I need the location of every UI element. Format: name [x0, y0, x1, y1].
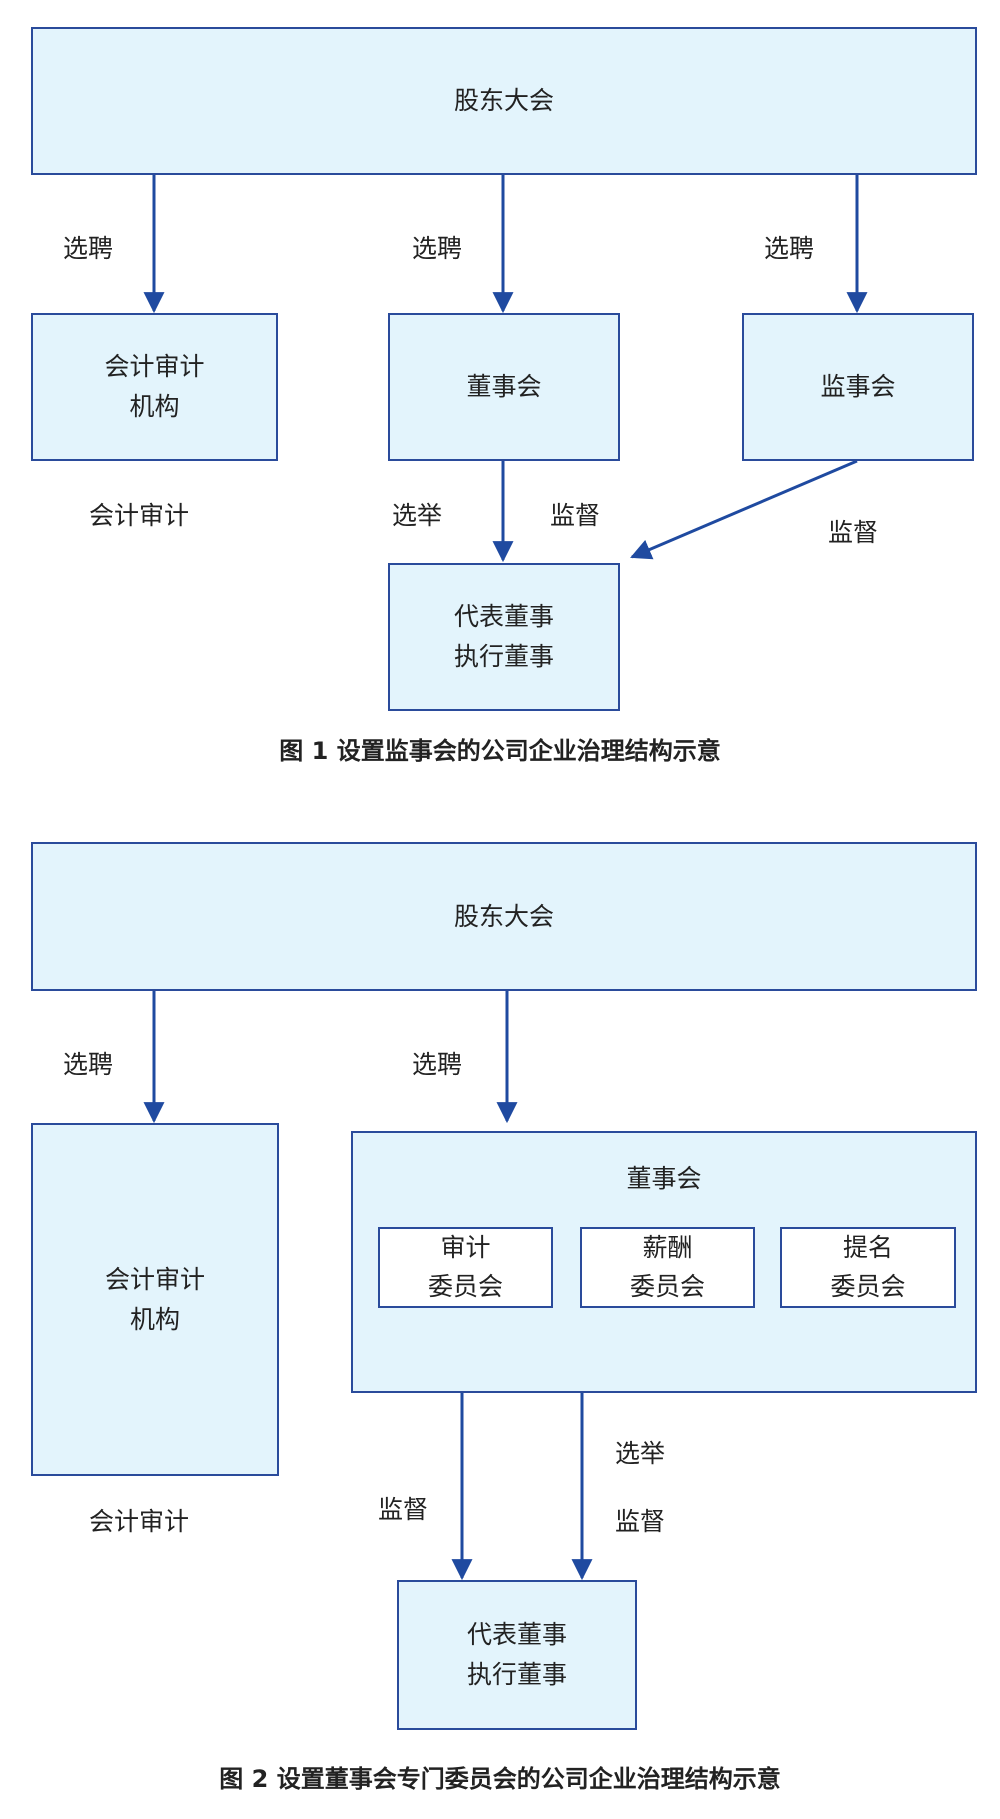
fig2-hire-label-2: 选聘 — [412, 1050, 463, 1079]
fig2-board-label: 董事会 — [626, 1164, 702, 1193]
fig2-supervise-label-2: 监督 — [615, 1507, 666, 1536]
fig1-shareholders-label: 股东大会 — [453, 86, 554, 115]
fig1-hire-label-1: 选聘 — [63, 234, 114, 263]
fig1-supervise-label-2: 监督 — [828, 518, 879, 547]
fig2-audit-committee-line2: 委员会 — [427, 1271, 503, 1301]
fig1-audit-org-line1: 会计审计 — [104, 352, 205, 381]
fig1-elect-label: 选举 — [392, 501, 443, 530]
fig1-supervisory-label: 监事会 — [820, 372, 896, 401]
fig2-accounting-audit-label: 会计审计 — [89, 1507, 190, 1536]
fig2-exec-box: 代表董事 执行董事 — [397, 1580, 637, 1730]
fig1-audit-org-line2: 机构 — [129, 392, 180, 421]
fig1-supervisory-box: 监事会 — [742, 313, 974, 461]
arrow-supervisory-to-exec — [630, 459, 858, 560]
fig2-nomination-committee-line1: 提名 — [842, 1232, 893, 1262]
fig2-exec-line2: 执行董事 — [466, 1660, 567, 1689]
fig2-audit-org-box: 会计审计 机构 — [31, 1123, 279, 1476]
fig1-exec-line2: 执行董事 — [453, 642, 554, 671]
fig2-compensation-committee-line2: 委员会 — [629, 1271, 705, 1301]
fig2-exec-line1: 代表董事 — [466, 1620, 567, 1649]
fig1-hire-label-2: 选聘 — [412, 234, 463, 263]
fig1-hire-label-3: 选聘 — [764, 234, 815, 263]
fig2-audit-committee-box: 审计 委员会 — [378, 1227, 553, 1308]
fig2-hire-label-1: 选聘 — [63, 1050, 114, 1079]
fig1-board-label: 董事会 — [466, 372, 542, 401]
fig2-compensation-committee-box: 薪酬 委员会 — [580, 1227, 755, 1308]
fig1-caption: 图 1 设置监事会的公司企业治理结构示意 — [279, 737, 721, 765]
fig1-accounting-audit-label: 会计审计 — [89, 501, 190, 530]
fig2-shareholders-label: 股东大会 — [453, 901, 554, 931]
fig2-elect-label: 选举 — [615, 1439, 666, 1468]
fig1-exec-box: 代表董事 执行董事 — [388, 563, 620, 711]
fig2-nomination-committee-box: 提名 委员会 — [780, 1227, 956, 1308]
fig2-compensation-committee-line1: 薪酬 — [642, 1232, 693, 1262]
fig2-audit-org-line2: 机构 — [129, 1304, 180, 1334]
fig2-nomination-committee-line2: 委员会 — [830, 1271, 906, 1301]
fig2-audit-org-line1: 会计审计 — [104, 1264, 205, 1294]
fig1-supervise-label-1: 监督 — [550, 501, 601, 530]
fig1-board-box: 董事会 — [388, 313, 620, 461]
fig2-shareholders-box: 股东大会 — [31, 842, 977, 991]
fig2-caption: 图 2 设置董事会专门委员会的公司企业治理结构示意 — [219, 1765, 781, 1793]
fig2-supervise-label-1: 监督 — [378, 1495, 429, 1524]
fig2-audit-committee-line1: 审计 — [440, 1232, 491, 1262]
fig1-shareholders-box: 股东大会 — [31, 27, 977, 175]
fig1-exec-line1: 代表董事 — [453, 602, 554, 631]
fig1-audit-org-box: 会计审计 机构 — [31, 313, 278, 461]
